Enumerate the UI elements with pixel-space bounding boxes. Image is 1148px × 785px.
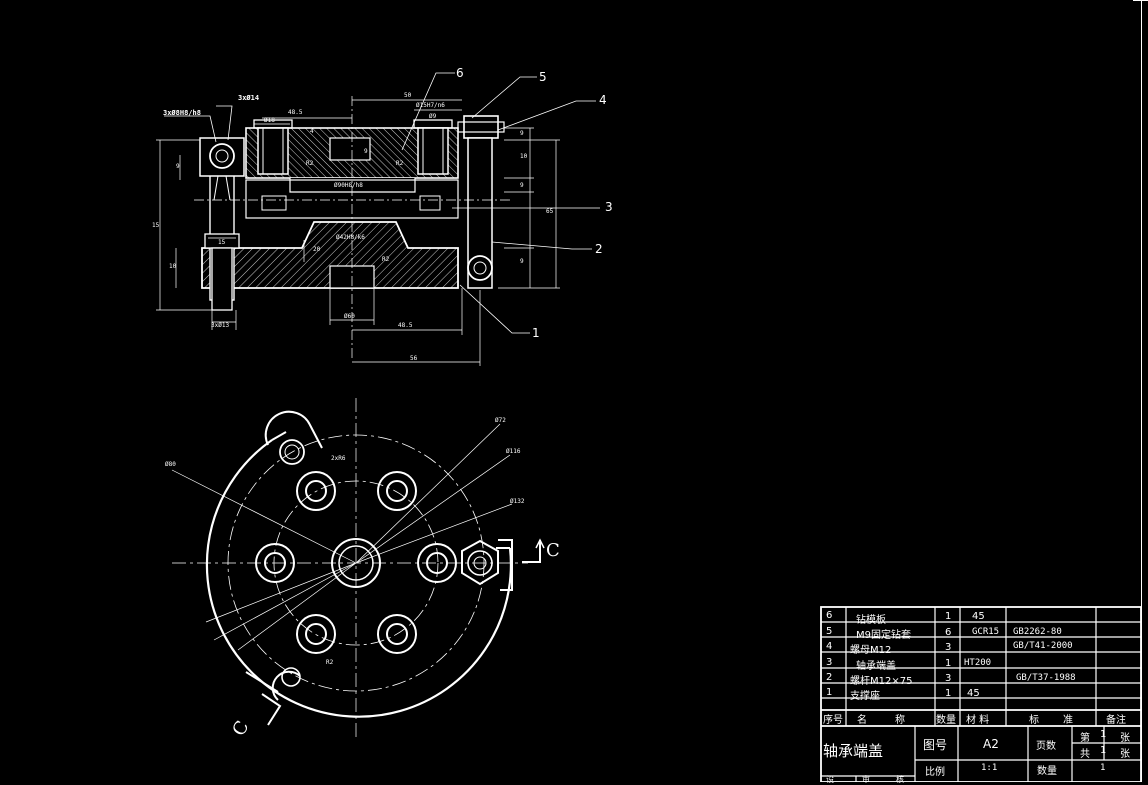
callout-1: 1: [532, 326, 540, 340]
bom-row-qty: 1: [945, 658, 952, 669]
dim-10-right: 10: [520, 153, 528, 160]
dim-9-b: 9: [364, 148, 368, 155]
bom-row-material: HT200: [964, 658, 992, 668]
dim-2xr6: 2xR6: [331, 455, 346, 462]
scale-label: 比例: [925, 767, 945, 778]
bom-row-name: 钻模板: [856, 615, 886, 626]
dim-9-top: Ø9: [429, 113, 437, 120]
bom-row-name: M9固定钻套: [856, 630, 911, 641]
callout-6: 6: [456, 66, 464, 80]
dim-20: 20: [313, 246, 321, 253]
bom-row-no: 6: [826, 610, 833, 621]
bom-row-qty: 1: [945, 611, 952, 622]
bom-row-qty: 3: [945, 642, 952, 653]
dim-r2-a: R2: [306, 160, 314, 167]
title-block-name: 轴承端盖: [823, 742, 884, 760]
dim-4: 4: [310, 128, 314, 135]
qty-label: 数量: [1037, 766, 1057, 777]
sheet-a-label: 第: [1080, 733, 1090, 744]
bom-row-no: 4: [826, 641, 833, 652]
signoff-a: 设: [826, 775, 834, 784]
bom-row-qty: 3: [945, 673, 952, 684]
bom-row-no: 3: [826, 657, 833, 668]
dim-dia-132: Ø132: [510, 498, 525, 505]
bom-row-name: 支撑座: [850, 691, 880, 702]
bom-header-name-b: 称: [895, 715, 905, 726]
bom-row-no: 2: [826, 672, 833, 683]
bom-header-standard-a: 标: [1029, 715, 1039, 726]
bom-row-no: 1: [826, 687, 833, 698]
dim-15-left: 15: [152, 222, 160, 229]
signoff-b: 审: [862, 775, 870, 784]
sheet-border-right: [1141, 0, 1142, 782]
dim-65: 65: [546, 208, 554, 215]
bom-header-standard-b: 准: [1063, 715, 1073, 726]
sheet-b-unit: 张: [1120, 749, 1130, 760]
bom-row-material: GCR15: [972, 627, 1000, 637]
bom-header-no: 序号: [823, 715, 843, 726]
dim-holes-14: 3xØ14: [238, 94, 260, 102]
dim-50: 50: [404, 92, 412, 99]
bom-row-standard: GB/T41-2000: [1013, 641, 1073, 651]
dim-dia-80: Ø80: [165, 461, 176, 468]
drawing-no: A2: [983, 737, 999, 751]
title-block-lines: [820, 606, 1142, 782]
sheet-a-unit: 张: [1120, 733, 1130, 744]
sheet-a-no: 1: [1100, 729, 1107, 740]
dim-9-right-b: 9: [520, 182, 524, 189]
bom-row-material: 45: [967, 688, 980, 699]
bom-row-material: 45: [972, 611, 985, 622]
sheet-border-top: [1133, 0, 1148, 1]
dim-9-right-a: 9: [520, 130, 524, 137]
bom-row-name: 轴承端盖: [856, 661, 896, 672]
dim-42h8: Ø42H8/k6: [336, 234, 365, 241]
plan-view: [171, 398, 545, 740]
section-label-c: C: [546, 540, 560, 561]
callout-2: 2: [595, 242, 603, 256]
dim-18: Ø18: [264, 117, 275, 124]
dim-15h7: Ø15H7/n6: [416, 102, 445, 109]
drawing-no-label: 图号: [923, 738, 948, 752]
callout-5: 5: [539, 70, 547, 84]
bom-row-qty: 1: [945, 688, 952, 699]
bom-row-standard: GB2262-80: [1013, 627, 1062, 637]
qty-value: 1: [1100, 763, 1106, 773]
pages-label: 页数: [1036, 741, 1056, 752]
signoff-c: 核: [896, 775, 904, 784]
dim-56: 56: [410, 355, 418, 362]
bom-row-name: 螺母M12: [850, 645, 892, 656]
dim-dia-72: Ø72: [495, 417, 506, 424]
dim-48-5-bottom: 48.5: [398, 322, 413, 329]
dim-dia-116: Ø116: [506, 448, 521, 455]
sheet-b-label: 共: [1080, 749, 1090, 760]
bom-row-name: 螺杆M12×75: [850, 676, 913, 687]
bom-row-no: 5: [826, 626, 833, 637]
dim-r2-c: R2: [382, 256, 390, 263]
scale-value: 1:1: [981, 763, 998, 773]
dim-holes-pin: 3xØ8H8/h8: [163, 109, 201, 117]
dim-10-left: 10: [169, 263, 177, 270]
dim-9-right-c: 9: [520, 258, 524, 265]
callout-3: 3: [605, 200, 613, 214]
bom-row-qty: 6: [945, 627, 952, 638]
dim-48-5-top: 48.5: [288, 109, 303, 116]
bom-header-name-a: 名: [857, 715, 867, 726]
dim-r2-plan: R2: [326, 659, 334, 666]
bom-header-note: 备注: [1106, 715, 1126, 726]
dim-15-stud: 15: [218, 239, 226, 246]
bom-header-material: 材 料: [966, 715, 990, 726]
dim-90h8: Ø90H8/h8: [334, 182, 363, 189]
front-section-view: [156, 72, 600, 366]
dim-r2-b: R2: [396, 160, 404, 167]
bom-header-qty: 数量: [936, 715, 956, 726]
bom-row-standard: GB/T37-1988: [1016, 673, 1076, 683]
dim-60: Ø60: [344, 313, 355, 320]
callout-4: 4: [599, 93, 607, 107]
dim-9-left: 9: [176, 163, 180, 170]
sheet-b-no: 1: [1100, 745, 1107, 756]
dim-holes-13: 3xØ13: [211, 322, 230, 329]
